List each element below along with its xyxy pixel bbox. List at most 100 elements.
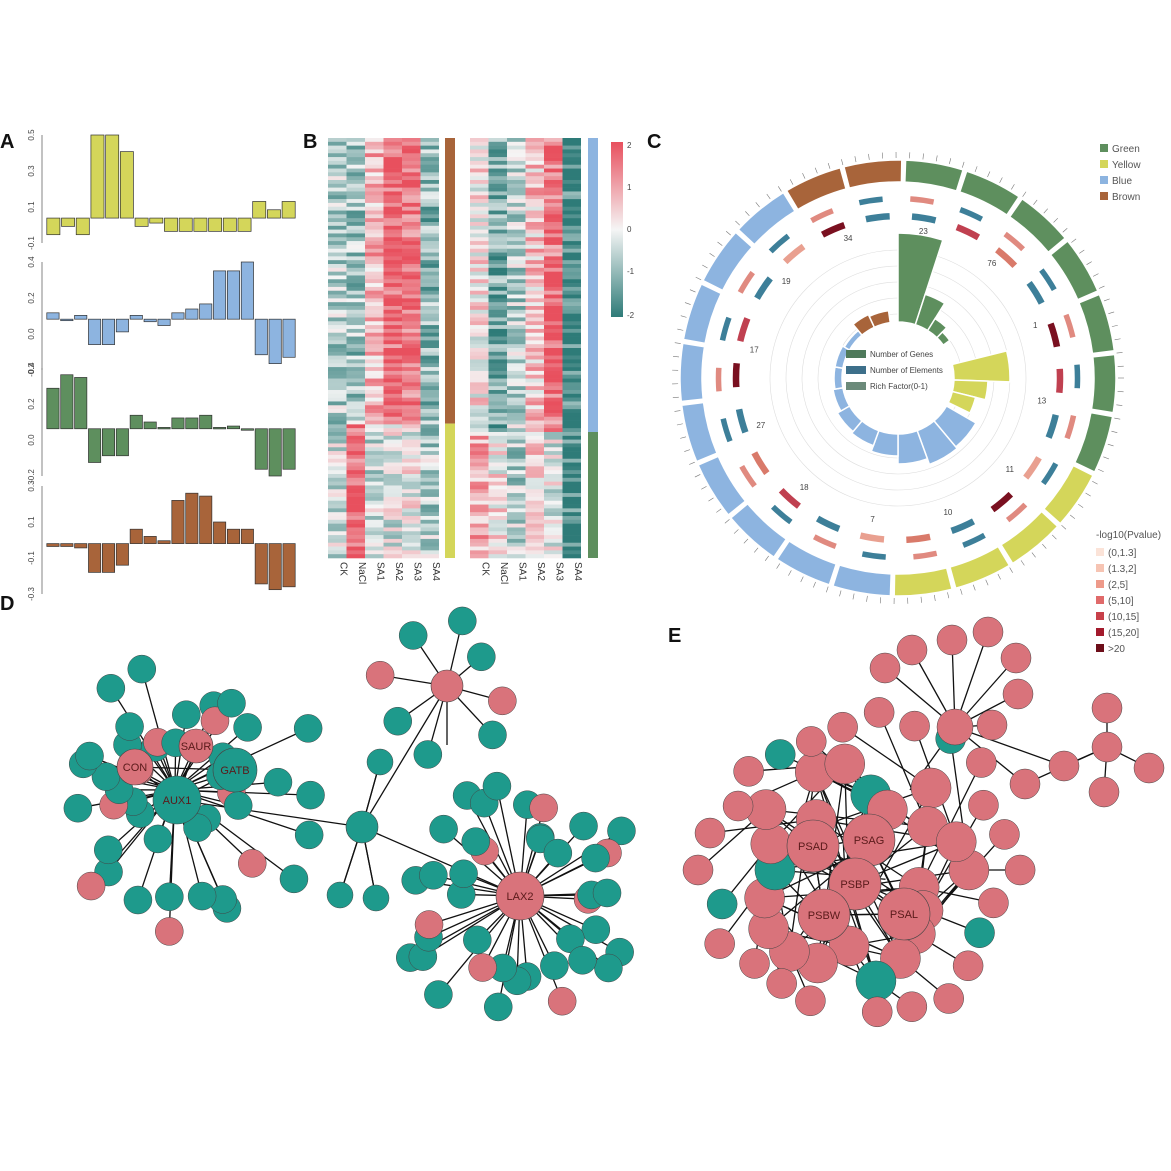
significance-bar (808, 206, 836, 226)
heatmap-cell (525, 176, 544, 181)
heatmap-cell (346, 317, 365, 322)
heatmap-cell (525, 504, 544, 509)
heatmap-cell (507, 390, 526, 395)
heatmap-cell (383, 390, 402, 395)
heatmap-cell (544, 504, 563, 509)
significance-bar (735, 315, 753, 344)
heatmap-cell (470, 424, 489, 429)
heatmap-cell (383, 535, 402, 540)
heatmap-cell (365, 340, 384, 345)
heatmap-cell (507, 508, 526, 513)
heatmap-cell (402, 225, 421, 230)
heatmap-cell (328, 466, 347, 471)
network-node (463, 925, 492, 955)
heatmap-cell (470, 359, 489, 364)
heatmap-cell (402, 542, 421, 547)
heatmap-cell (328, 160, 347, 166)
heatmap-cell (365, 481, 384, 486)
outer-tick (674, 342, 681, 344)
heatmap-cell (488, 256, 507, 261)
y-tick-label: 0.4 (27, 362, 36, 374)
outer-tick (1116, 404, 1123, 406)
heatmap-cell (544, 516, 563, 521)
heatmap-cell (328, 168, 347, 173)
heatmap-cell (507, 317, 526, 322)
heatmap-cell (420, 382, 439, 387)
heatmap-cell (562, 409, 581, 414)
heatmap-cell (402, 447, 421, 452)
heatmap-cell (420, 157, 439, 162)
circular-segment (1078, 293, 1116, 355)
heatmap-cell (346, 523, 365, 528)
heatmap-cell (544, 390, 563, 395)
heatmap-cell (525, 294, 544, 299)
heatmap-cell (383, 210, 402, 215)
heatmap-cell (488, 439, 507, 444)
outer-tick (1031, 552, 1036, 558)
y-tick-label: -0.2 (27, 363, 36, 377)
heatmap-cell (328, 424, 347, 429)
outer-tick (1114, 338, 1121, 341)
heatmap-cell (420, 218, 439, 223)
heatmap-cell (365, 286, 384, 292)
heatmap-cell (488, 180, 507, 185)
heatmap-cell (488, 290, 507, 295)
heatmap-cell (420, 424, 439, 429)
heatmap-cell (420, 405, 439, 410)
heatmap-cell (383, 489, 402, 494)
heatmap-cell (328, 264, 347, 269)
heatmap-cell (544, 531, 563, 536)
significance-bar (766, 231, 793, 256)
heatmap-cell (470, 546, 489, 551)
heatmap-cell (525, 554, 544, 559)
heatmap-cell (365, 218, 384, 223)
heatmap-cell (346, 206, 365, 211)
heatmap-cell (328, 141, 347, 146)
heatmap-cell (402, 420, 421, 425)
heatmap-cell (328, 248, 347, 253)
heatmap-cell (420, 252, 439, 257)
outer-tick (724, 519, 730, 524)
bar (115, 428, 129, 457)
heatmap-cell (507, 336, 526, 341)
network-node (899, 710, 930, 742)
heatmap-cell (488, 153, 507, 158)
outer-tick (974, 166, 978, 173)
heatmap-cell (402, 370, 421, 376)
heatmap-cell (383, 374, 402, 379)
outer-tick (1043, 208, 1048, 214)
outer-tick (674, 410, 681, 412)
heatmap-cell (544, 538, 563, 544)
heatmap-cell (420, 470, 439, 475)
heatmap-cell (562, 393, 581, 398)
heatmap-cell (365, 248, 384, 253)
heatmap-cell (346, 248, 365, 253)
bar (240, 528, 254, 544)
heatmap-cell (383, 202, 402, 208)
heatmap-cell (365, 294, 384, 299)
rich-factor-bar (935, 330, 951, 347)
heatmap-cell (328, 157, 347, 162)
heatmap-cell (328, 275, 347, 280)
inner-legend-swatch (846, 350, 866, 358)
heatmap-cell (470, 145, 489, 150)
heatmap-cell (525, 218, 544, 223)
heatmap-cell (402, 248, 421, 253)
heatmap-cell (544, 374, 563, 379)
legend-label: Blue (1112, 176, 1132, 187)
heatmap-cell (525, 454, 544, 460)
heatmap-cell (346, 458, 365, 463)
heatmap-cell (525, 401, 544, 406)
y-tick-label: 0.0 (27, 328, 36, 340)
significance-bar (752, 274, 775, 302)
bar (88, 543, 102, 573)
significance-bar (780, 241, 808, 267)
heatmap-cell (488, 363, 507, 368)
heatmap-cell (488, 542, 507, 547)
inner-legend-label: Rich Factor(0-1) (870, 382, 928, 391)
heatmap-cell (328, 145, 347, 150)
heatmap-cell (420, 443, 439, 448)
heatmap-cell (488, 172, 507, 177)
heatmap-cell (365, 512, 384, 517)
